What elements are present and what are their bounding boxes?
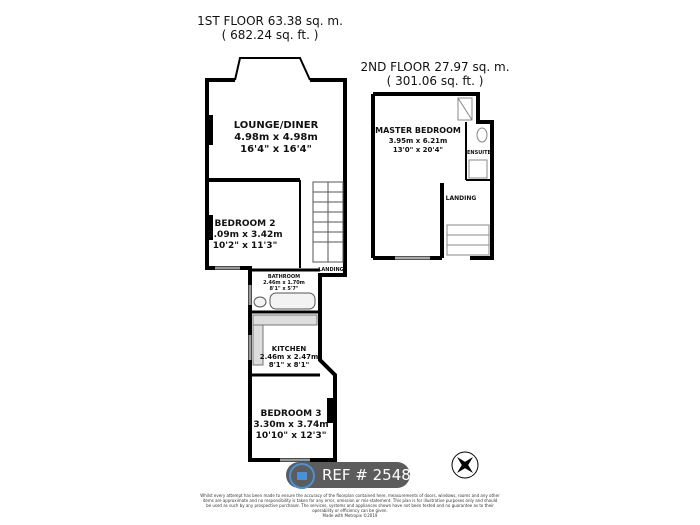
first-floor-radiators [207, 115, 333, 423]
second-floor-details [395, 97, 490, 260]
second-floor-area-ft: ( 301.06 sq. ft. ) [386, 74, 484, 88]
bedroom3-metric: 3.30m x 3.74m [253, 420, 328, 430]
ensuite-name: ENSUITE [467, 150, 492, 156]
room-labels-second-floor: MASTER BEDROOM 3.95m x 6.21m 13'0" x 20'… [375, 126, 491, 202]
bedroom2-imperial: 10'2" x 11'3" [213, 241, 278, 251]
first-floor-plan [205, 57, 347, 462]
kitchen-metric: 2.46m x 2.47m [260, 353, 319, 361]
bathroom-imperial: 8'1" x 5'7" [270, 286, 299, 292]
master-bedroom-imperial: 13'0" x 20'4" [393, 146, 443, 154]
first-floor-area-ft: ( 682.24 sq. ft. ) [221, 28, 319, 42]
master-bedroom-metric: 3.95m x 6.21m [389, 137, 448, 145]
master-bedroom-name: MASTER BEDROOM [375, 126, 461, 135]
bathroom-fixtures [253, 292, 316, 310]
second-floor-header: 2ND FLOOR 27.97 sq. m. ( 301.06 sq. ft. … [355, 60, 515, 88]
second-floor-plan [371, 92, 494, 260]
bathroom-name: BATHROOM [268, 274, 300, 280]
kitchen-imperial: 8'1" x 8'1" [269, 361, 309, 369]
disclaimer: Whilst every attempt has been made to en… [200, 493, 500, 518]
landing-1-name: LANDING [318, 267, 344, 273]
lounge-metric: 4.98m x 4.98m [234, 132, 318, 143]
bedroom2-metric: 3.09m x 3.42m [207, 230, 282, 240]
second-floor-title: 2ND FLOOR 27.97 sq. m. [360, 60, 510, 74]
kitchen-fixtures [252, 314, 318, 366]
house-logo-icon [289, 463, 315, 489]
bedroom3-imperial: 10'10" x 12'3" [256, 431, 327, 441]
reference-badge: REF # 2548984 [286, 462, 439, 489]
bathroom-metric: 2.46m x 1.70m [263, 280, 305, 286]
lounge-imperial: 16'4" x 16'4" [240, 144, 312, 155]
landing-2-name: LANDING [446, 195, 477, 202]
credit-text: Made with Metropix ©2019 [322, 513, 378, 518]
bedroom2-name: BEDROOM 2 [214, 219, 275, 229]
first-floor-title: 1ST FLOOR 63.38 sq. m. [197, 14, 343, 28]
first-floor-header: 1ST FLOOR 63.38 sq. m. ( 682.24 sq. ft. … [190, 14, 350, 42]
lounge-name: LOUNGE/DINER [234, 120, 319, 131]
compass-icon [451, 451, 479, 479]
room-labels-first-floor: LOUNGE/DINER 4.98m x 4.98m 16'4" x 16'4"… [207, 120, 343, 441]
bedroom3-name: BEDROOM 3 [260, 409, 321, 419]
disclaimer-text: Whilst every attempt has been made to en… [200, 493, 500, 513]
kitchen-name: KITCHEN [272, 345, 307, 353]
reference-number: REF # 2548984 [322, 466, 440, 484]
first-floor-stairs [312, 181, 344, 263]
first-floor-windows [215, 266, 310, 462]
